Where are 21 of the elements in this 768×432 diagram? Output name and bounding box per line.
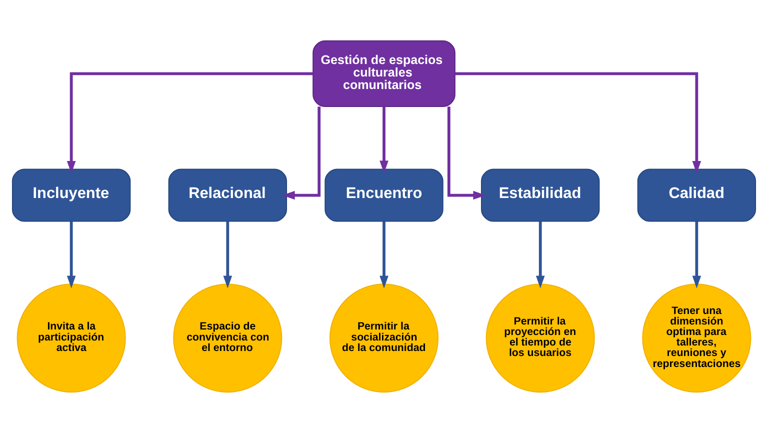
arrow <box>66 220 76 288</box>
arrow <box>223 220 232 288</box>
node-circle: Invita a la participación activa <box>16 283 126 392</box>
node-box: Encuentro <box>324 168 444 222</box>
node-box: Relacional <box>168 168 288 222</box>
arrow <box>447 106 486 200</box>
arrow <box>380 106 388 173</box>
node-circle: Permitir la proyección en el tiempo de los usuarios <box>486 283 595 392</box>
node-circle: Permitir la socialización de la comunidad <box>329 283 439 392</box>
node-box: Incluyente <box>12 168 131 222</box>
arrow <box>380 220 388 288</box>
node-circle: Tener una dimensión optima para talleres, reuniones y representaciones <box>642 283 752 392</box>
arrow <box>282 106 321 200</box>
arrow <box>454 72 702 174</box>
node-circle: Espacio de convivencia con el entorno <box>173 283 282 392</box>
arrow <box>536 220 545 288</box>
arrow <box>66 72 314 174</box>
node-box: Calidad <box>637 168 756 222</box>
node-box: Gestión de espacios culturales comunitarios <box>312 40 456 106</box>
arrow <box>692 220 702 288</box>
node-box: Estabilidad <box>480 168 600 222</box>
